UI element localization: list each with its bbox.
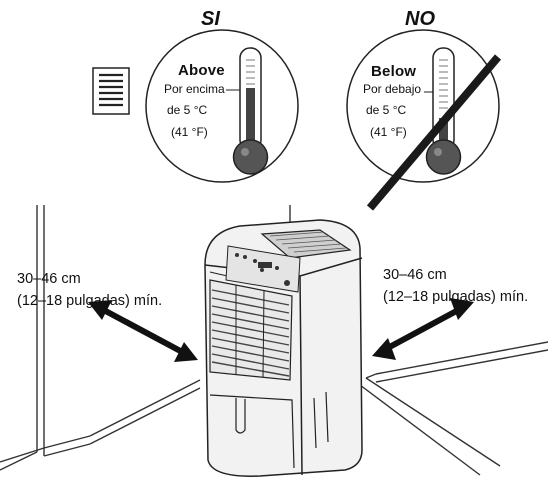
left-distance-line-1: 30–46 cm xyxy=(17,271,81,287)
below-line-1: Por debajo xyxy=(363,82,422,96)
room-walls xyxy=(0,205,548,476)
above-line-1: Por encima xyxy=(164,82,225,96)
dehumidifier xyxy=(204,219,363,477)
above-line-2: de 5 °C xyxy=(167,103,208,117)
double-arrow xyxy=(372,298,474,360)
double-arrow xyxy=(88,300,198,362)
right-distance-line-1: 30–46 cm xyxy=(383,267,447,283)
prohibited-slash xyxy=(366,54,502,211)
below-line-3: (41 °F) xyxy=(370,125,407,139)
above-label: Above xyxy=(178,62,225,79)
document-icon xyxy=(92,67,130,115)
below-line-2: de 5 °C xyxy=(366,103,407,117)
yes-heading: SI xyxy=(201,8,220,30)
right-distance-line-2: (12–18 pulgadas) mín. xyxy=(383,289,529,305)
above-circle xyxy=(145,29,299,183)
thermometer-icon xyxy=(232,47,269,175)
below-circle xyxy=(346,29,502,211)
left-distance-line-2: (12–18 pulgadas) mín. xyxy=(17,293,163,309)
below-label: Below xyxy=(371,63,417,80)
above-line-3: (41 °F) xyxy=(171,125,208,139)
no-heading: NO xyxy=(405,8,435,30)
